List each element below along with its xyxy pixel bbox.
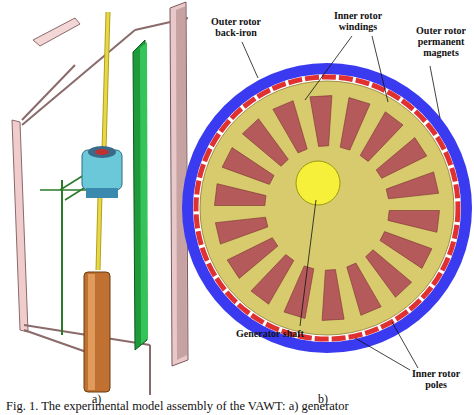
winding-slot — [310, 96, 332, 147]
winding-slot — [227, 238, 278, 279]
inner-rotor — [200, 81, 454, 335]
generator-section — [182, 63, 472, 353]
winding-slot — [366, 250, 412, 297]
winding-slot — [242, 119, 288, 167]
outer-back-iron — [182, 63, 472, 353]
winding-slot — [322, 270, 344, 321]
vawt-model — [12, 2, 188, 395]
winding-slot — [215, 217, 267, 244]
winding-slot — [273, 101, 307, 153]
winding-slot — [388, 211, 440, 233]
winding-slot — [386, 172, 438, 199]
part-label: Inner rotor windings — [322, 10, 394, 32]
winding-slot — [340, 98, 370, 151]
part-label: Outer rotor permanent magnets — [410, 25, 472, 58]
generator-shaft — [296, 161, 340, 205]
winding-slot — [347, 263, 381, 315]
leader-lines — [242, 36, 440, 370]
winding-slot — [215, 184, 267, 206]
winding-slot — [284, 266, 314, 319]
winding-slot — [376, 138, 427, 179]
figure-caption: Fig. 1. The experimental model assembly … — [6, 399, 349, 413]
part-label: Inner rotor poles — [402, 368, 470, 390]
permanent-magnets — [196, 77, 458, 339]
part-label: Generator shaft — [236, 328, 336, 339]
part-label: Outer rotor back-iron — [200, 16, 272, 38]
